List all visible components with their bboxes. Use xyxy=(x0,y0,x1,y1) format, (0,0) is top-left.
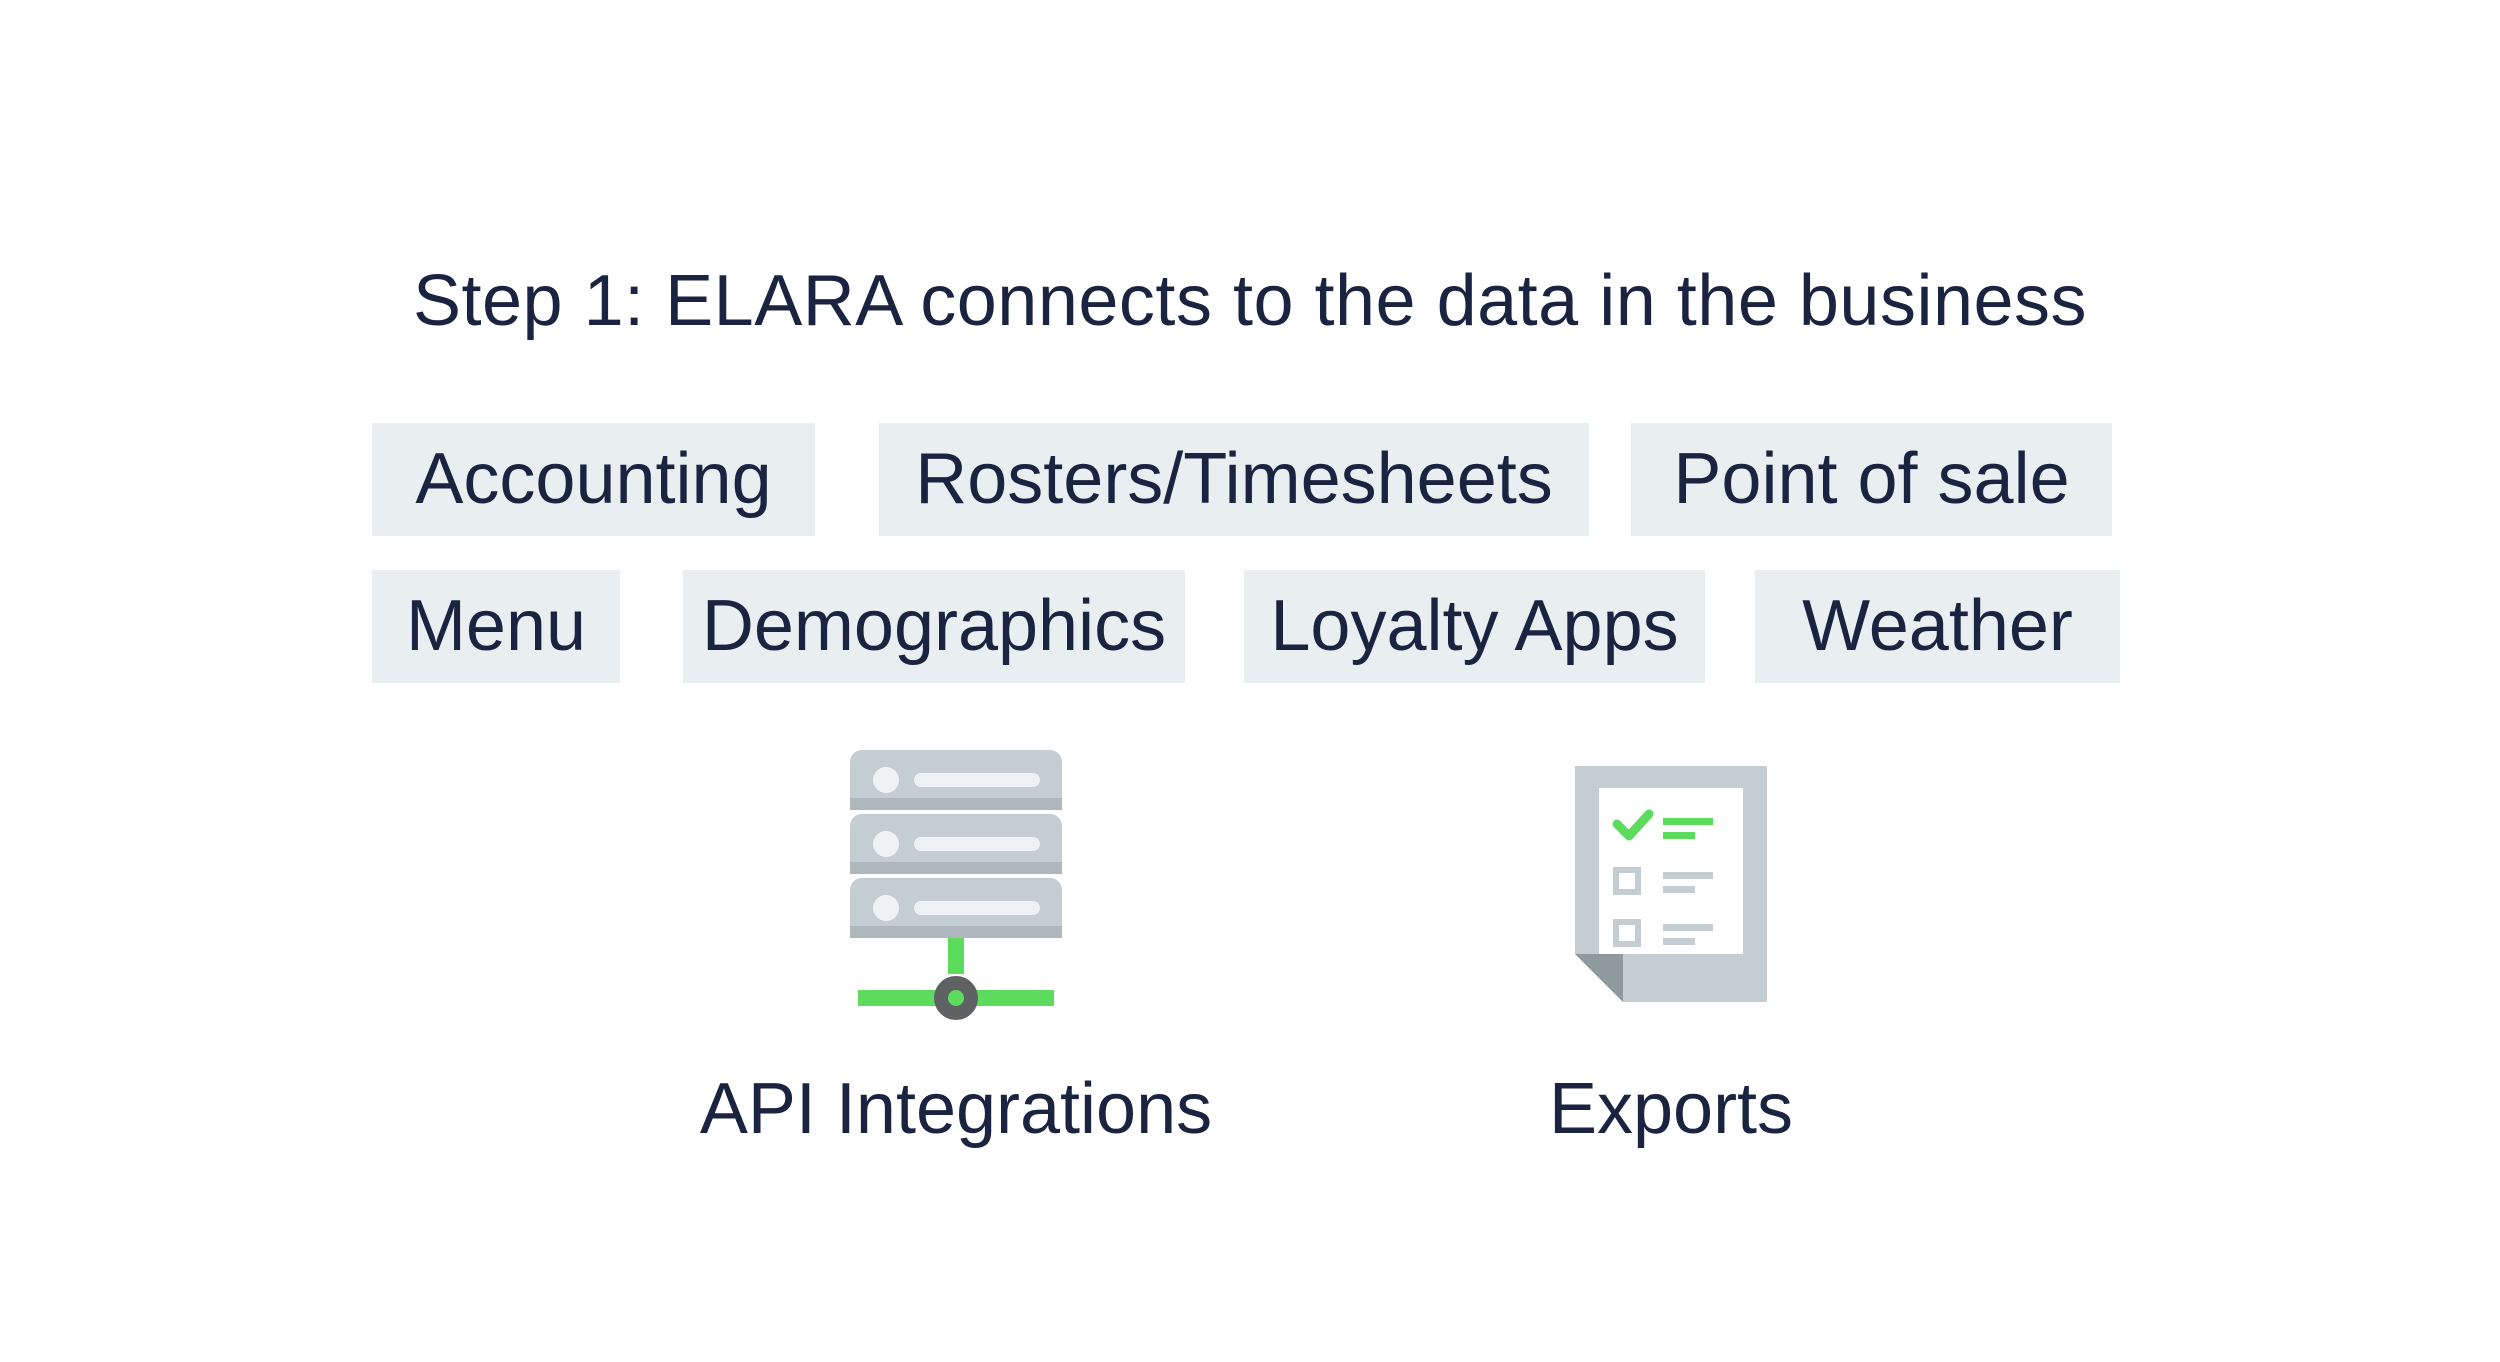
tag-rosters-timesheets: Rosters/Timesheets xyxy=(879,423,1589,536)
tag-demographics: Demographics xyxy=(683,570,1185,683)
tag-accounting: Accounting xyxy=(372,423,815,536)
server-icon xyxy=(850,750,1062,1020)
exports-label: Exports xyxy=(1548,1069,1794,1149)
page-title: Step 1: ELARA connects to the data in th… xyxy=(412,261,2088,341)
checklist-document-icon xyxy=(1575,766,1767,1002)
tag-menu: Menu xyxy=(372,570,620,683)
tag-loyalty-apps: Loyalty Apps xyxy=(1244,570,1705,683)
tag-weather: Weather xyxy=(1755,570,2120,683)
api-integrations-label: API Integrations xyxy=(699,1069,1213,1149)
tag-point-of-sale: Point of sale xyxy=(1631,423,2112,536)
